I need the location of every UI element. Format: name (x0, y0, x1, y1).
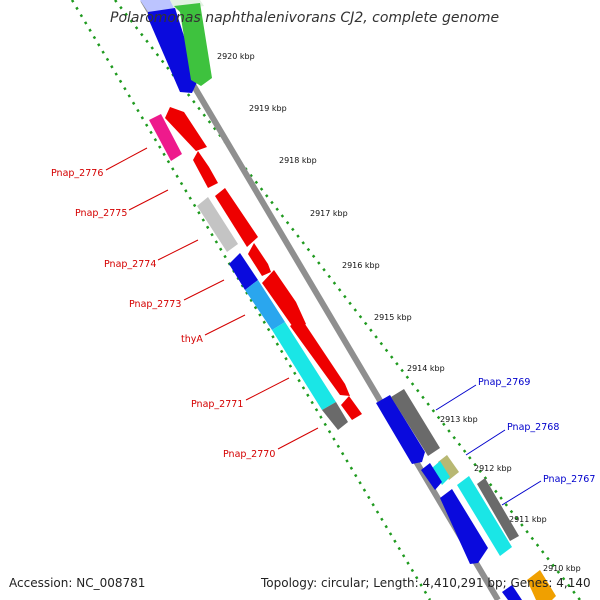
gene-feature-blue (440, 489, 488, 564)
gene-label: Pnap_2771 (191, 399, 243, 410)
kbp-tick: 2916 kbp (342, 261, 380, 270)
gene-label: thyA (181, 334, 203, 345)
kbp-tick: 2912 kbp (474, 464, 512, 473)
gene-feature-silver (197, 197, 238, 252)
gene-feature-red (290, 318, 350, 396)
gene-label: Pnap_2770 (223, 449, 275, 460)
gene-feature-sky-blue (245, 280, 285, 330)
accession-text: Accession: NC_008781 (9, 576, 145, 590)
gene-label: Pnap_2773 (129, 299, 181, 310)
gene-feature-khaki (438, 455, 459, 480)
gene-label: Pnap_2776 (51, 168, 103, 179)
gene-feature-orange (527, 570, 556, 600)
label-connector (435, 384, 477, 411)
kbp-tick: 2911 kbp (509, 515, 547, 524)
gene-feature-red (248, 243, 271, 276)
gene-feature-blue (229, 253, 258, 290)
gene-feature-blue (376, 395, 425, 464)
label-connector (105, 147, 148, 171)
gene-feature-cyan (272, 322, 336, 410)
gene-feature-cyan (457, 476, 512, 556)
genome-backbone (140, 0, 501, 600)
gene-feature-dark-grey (322, 402, 348, 430)
kbp-tick: 2918 kbp (279, 156, 317, 165)
left-dotted-line (70, 0, 432, 600)
kbp-tick: 2910 kbp (543, 564, 581, 573)
kbp-tick: 2915 kbp (374, 313, 412, 322)
topology-text: Topology: circular; Length: 4,410,291 bp… (260, 576, 591, 590)
kbp-tick: 2913 kbp (440, 415, 478, 424)
gene-feature-blue (148, 8, 198, 93)
gene-label: Pnap_2774 (104, 259, 156, 270)
gene-feature-cyan (432, 461, 450, 485)
gene-feature-dark-grey (477, 478, 519, 541)
kbp-tick: 2919 kbp (249, 104, 287, 113)
label-connector (128, 189, 169, 211)
label-connector (157, 239, 199, 261)
gene-label: Pnap_2769 (478, 377, 530, 388)
kbp-tick: 2917 kbp (310, 209, 348, 218)
label-connector (204, 314, 246, 336)
label-connector (501, 480, 542, 506)
label-connector (465, 429, 506, 456)
label-connector (183, 279, 225, 301)
gene-feature-green (174, 3, 212, 86)
gene-label: Pnap_2768 (507, 422, 559, 433)
page-title: Polaromonas naphthalenivorans CJ2, compl… (110, 10, 499, 26)
gene-label: Pnap_2775 (75, 208, 127, 219)
gene-feature-red (215, 188, 258, 247)
gene-feature-red (262, 270, 306, 330)
label-connector (277, 427, 319, 450)
gene-feature-blue (502, 585, 522, 600)
kbp-tick: 2920 kbp (217, 52, 255, 61)
gene-feature-red (165, 107, 207, 151)
gene-label: Pnap_2767 (543, 474, 595, 485)
gene-feature-red (341, 396, 362, 420)
kbp-tick: 2914 kbp (407, 364, 445, 373)
gene-feature-magenta (149, 114, 182, 161)
gene-feature-light-blue (140, 0, 175, 12)
gene-feature-blue (421, 463, 442, 490)
gene-feature-dark-grey (391, 389, 440, 456)
gene-feature-red (193, 151, 218, 188)
label-connector (245, 377, 290, 401)
